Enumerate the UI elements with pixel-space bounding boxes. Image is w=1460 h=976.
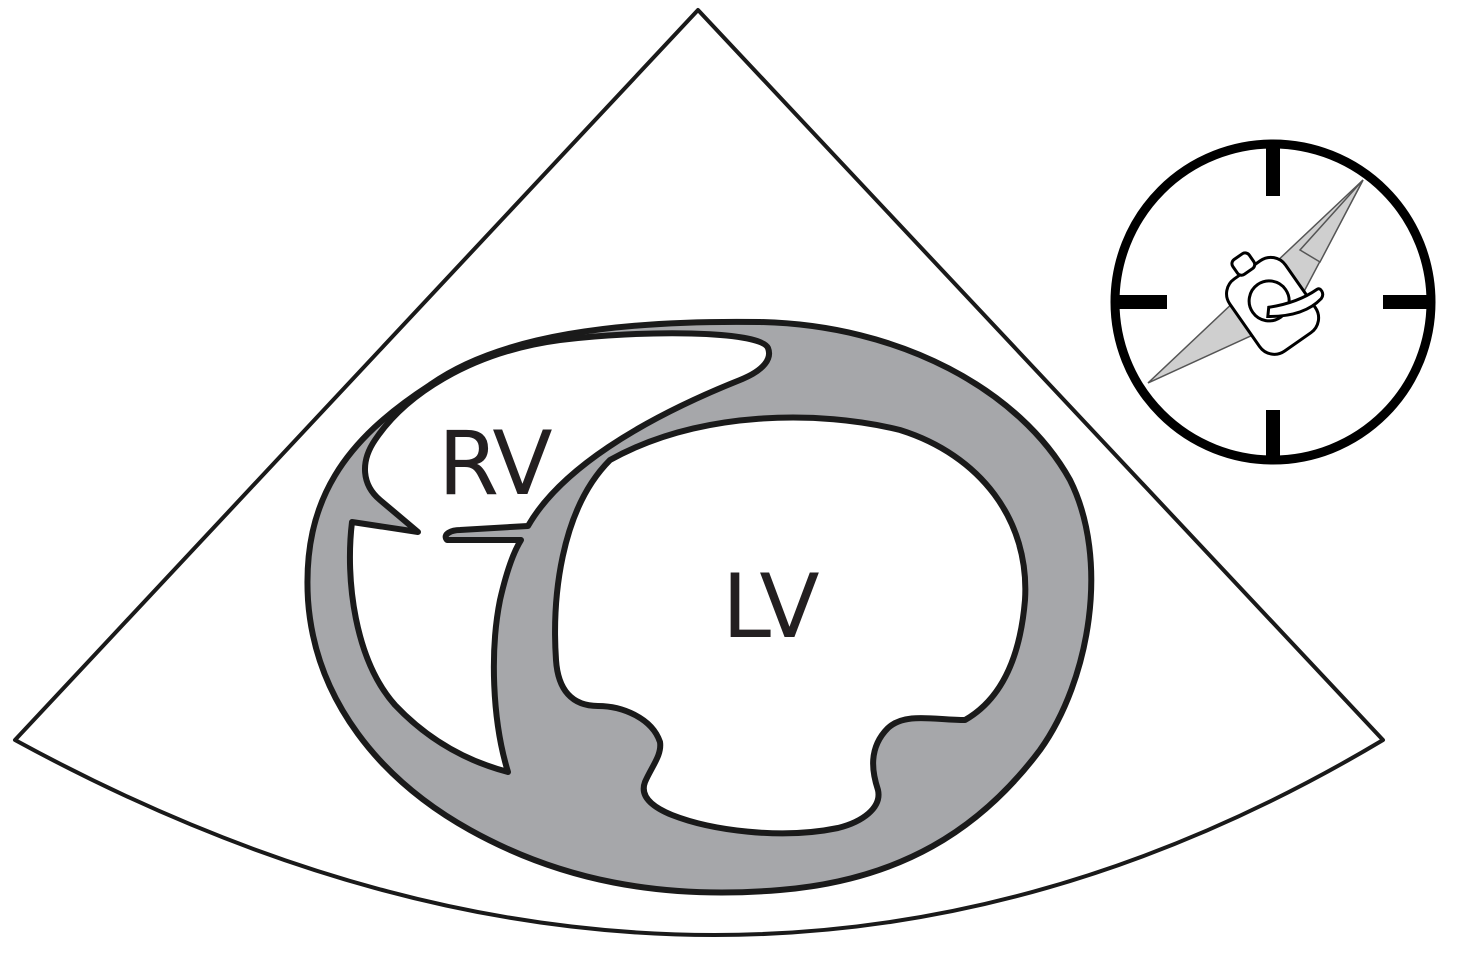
dial-tick-right [1383, 295, 1433, 309]
dial-tick-left [1117, 295, 1167, 309]
probe-beam-upper [1298, 179, 1364, 264]
dial-tick-top [1266, 146, 1280, 196]
lv-label: LV [722, 555, 819, 658]
lv-cavity [552, 414, 1029, 837]
rv-label: RV [438, 412, 552, 515]
probe-icon [1225, 251, 1325, 356]
transducer-orientation-icon [1110, 139, 1436, 465]
dial-tick-bottom [1266, 410, 1280, 460]
rv-cavity [346, 330, 772, 775]
